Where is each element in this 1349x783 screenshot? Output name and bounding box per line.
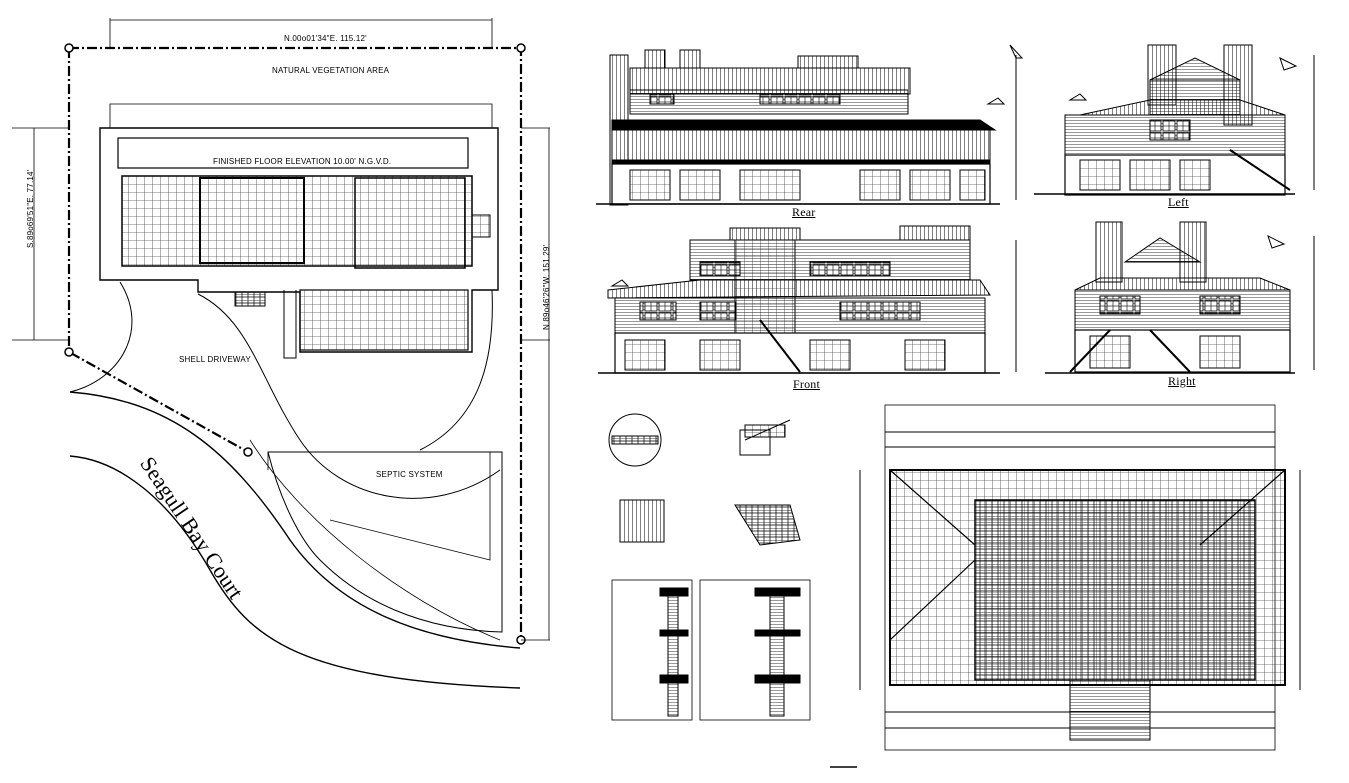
driveway-label: SHELL DRIVEWAY bbox=[179, 355, 251, 364]
house-footprint bbox=[99, 127, 499, 353]
rear-elevation-title: Rear bbox=[792, 205, 816, 219]
road-edge bbox=[69, 391, 521, 649]
bearing-top-label: N.00o01'34"E. 115.12' bbox=[284, 34, 367, 43]
construction-details bbox=[608, 413, 811, 721]
framing-plan bbox=[830, 404, 1301, 768]
left-elevation bbox=[1034, 44, 1315, 196]
front-elevation-title: Front bbox=[793, 377, 821, 391]
bearing-right-label: N.89o46'26"W. 151.29' bbox=[542, 244, 551, 330]
bearing-left-label: S.89o69'51"E. 77.14' bbox=[26, 169, 35, 248]
septic-area bbox=[267, 451, 503, 633]
rear-elevation bbox=[596, 44, 1024, 206]
site-plan bbox=[12, 18, 550, 689]
right-elevation bbox=[1045, 221, 1315, 374]
floor-elevation-label: FINISHED FLOOR ELEVATION 10.00' N.G.V.D. bbox=[213, 157, 392, 166]
vegetation-label: NATURAL VEGETATION AREA bbox=[272, 66, 390, 75]
septic-label: SEPTIC SYSTEM bbox=[376, 470, 443, 479]
front-elevation bbox=[598, 225, 1017, 374]
left-elevation-title: Left bbox=[1168, 195, 1189, 209]
right-elevation-title: Right bbox=[1168, 374, 1196, 388]
